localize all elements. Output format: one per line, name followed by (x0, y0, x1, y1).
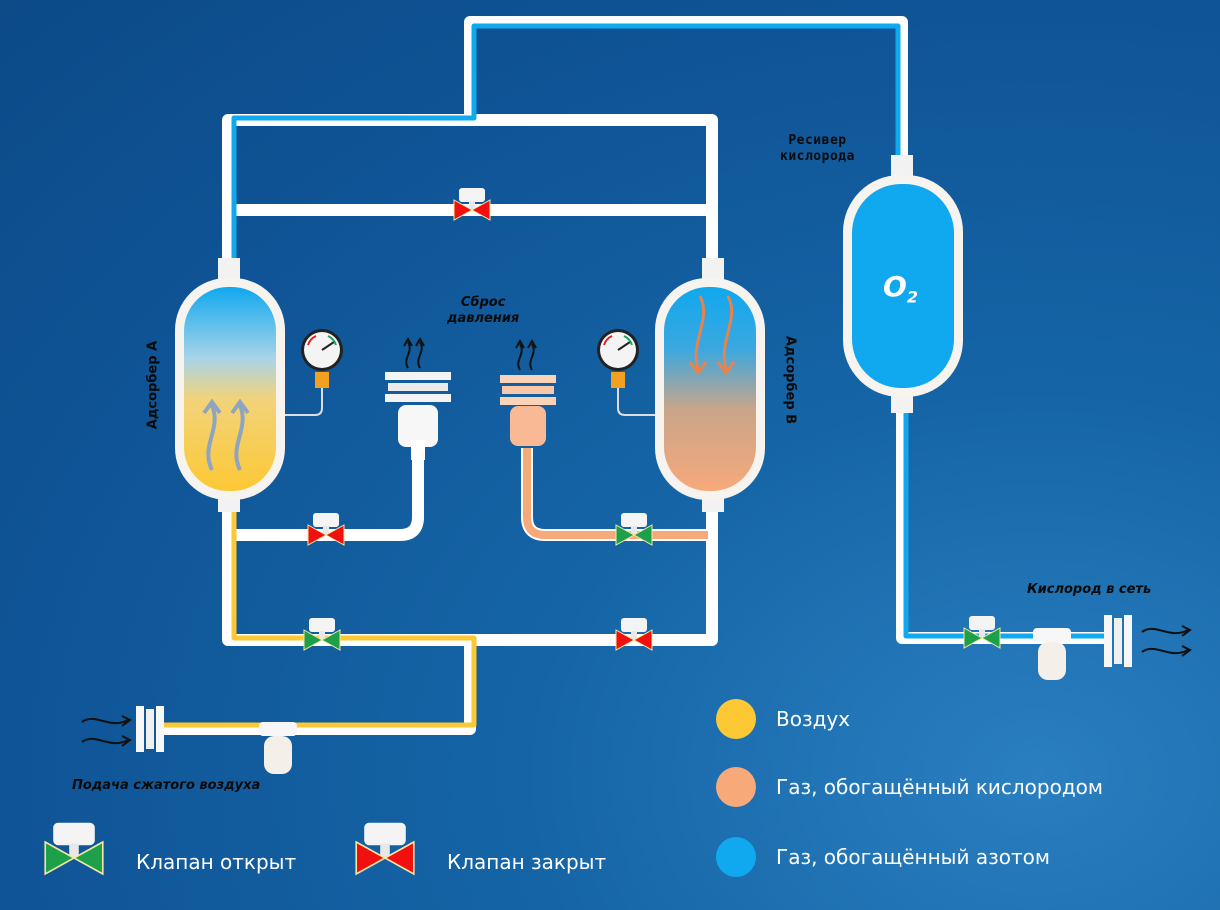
pressure-gauge-a-icon (285, 329, 343, 416)
filter-oxygen-icon (1033, 628, 1071, 680)
air-in-label: Подача сжатого воздуха (72, 778, 261, 793)
legend-swatch-air (716, 699, 756, 739)
receiver-label: Ресивер кислорода (780, 133, 855, 165)
arrow-up-icon (206, 404, 217, 471)
adsorber-b-label: Адсорбер В (782, 335, 798, 425)
adsorber-b (655, 258, 765, 512)
silencer-a-icon (385, 336, 451, 460)
legend-swatch-oxygen (716, 767, 756, 807)
adsorber-a-label: Адсорбер А (145, 340, 161, 430)
legend-swatch-nitrogen (716, 837, 756, 877)
flange-oxygen-out-icon (1104, 615, 1132, 667)
legend-valve-open-icon (44, 821, 104, 875)
pressure-gauge-b-icon (597, 329, 655, 416)
adsorber-a (175, 258, 285, 512)
o2-main: O (883, 270, 907, 303)
filter-air-icon (259, 722, 297, 774)
oxygen-receiver (843, 155, 963, 413)
o2-label: O2 (883, 270, 918, 307)
legend-oxygen-label: Газ, обогащённый кислородом (776, 775, 1103, 799)
silencer-b-icon (500, 338, 556, 446)
pressure-release-label: Сброс давления (447, 295, 519, 327)
legend-valve-closed-label: Клапан закрыт (447, 850, 607, 874)
receiver-label-line2: кислорода (780, 149, 855, 164)
arrow-up-icon (234, 404, 245, 471)
flow-oxygen-release (523, 448, 708, 539)
flow-nitrogen-top (231, 23, 901, 262)
arrow-down-icon (694, 295, 706, 371)
legend-valve-closed-icon (355, 821, 415, 875)
pressure-release-line2: давления (447, 311, 520, 326)
arrow-down-icon (722, 295, 734, 371)
inflow-arrows-icon (81, 715, 132, 747)
flange-air-in-icon (136, 706, 164, 752)
pipe-inlet (160, 640, 476, 735)
legend-nitrogen-label: Газ, обогащённый азотом (776, 845, 1050, 869)
o2-sub: 2 (906, 287, 918, 307)
receiver-label-line1: Ресивер (788, 133, 847, 148)
legend-valve-open-label: Клапан открыт (136, 850, 297, 874)
outflow-arrows-icon (1141, 625, 1192, 657)
legend-air-label: Воздух (776, 707, 851, 731)
flow-air-inlet (162, 500, 477, 728)
flow-nitrogen-out (903, 400, 1104, 639)
pressure-release-line1: Сброс (460, 295, 506, 310)
pipe-top-outer (464, 16, 908, 160)
pipe-receiver-out (896, 400, 1108, 644)
oxygen-out-label: Кислород в сеть (1027, 582, 1152, 597)
pipe-a-release (228, 455, 424, 541)
